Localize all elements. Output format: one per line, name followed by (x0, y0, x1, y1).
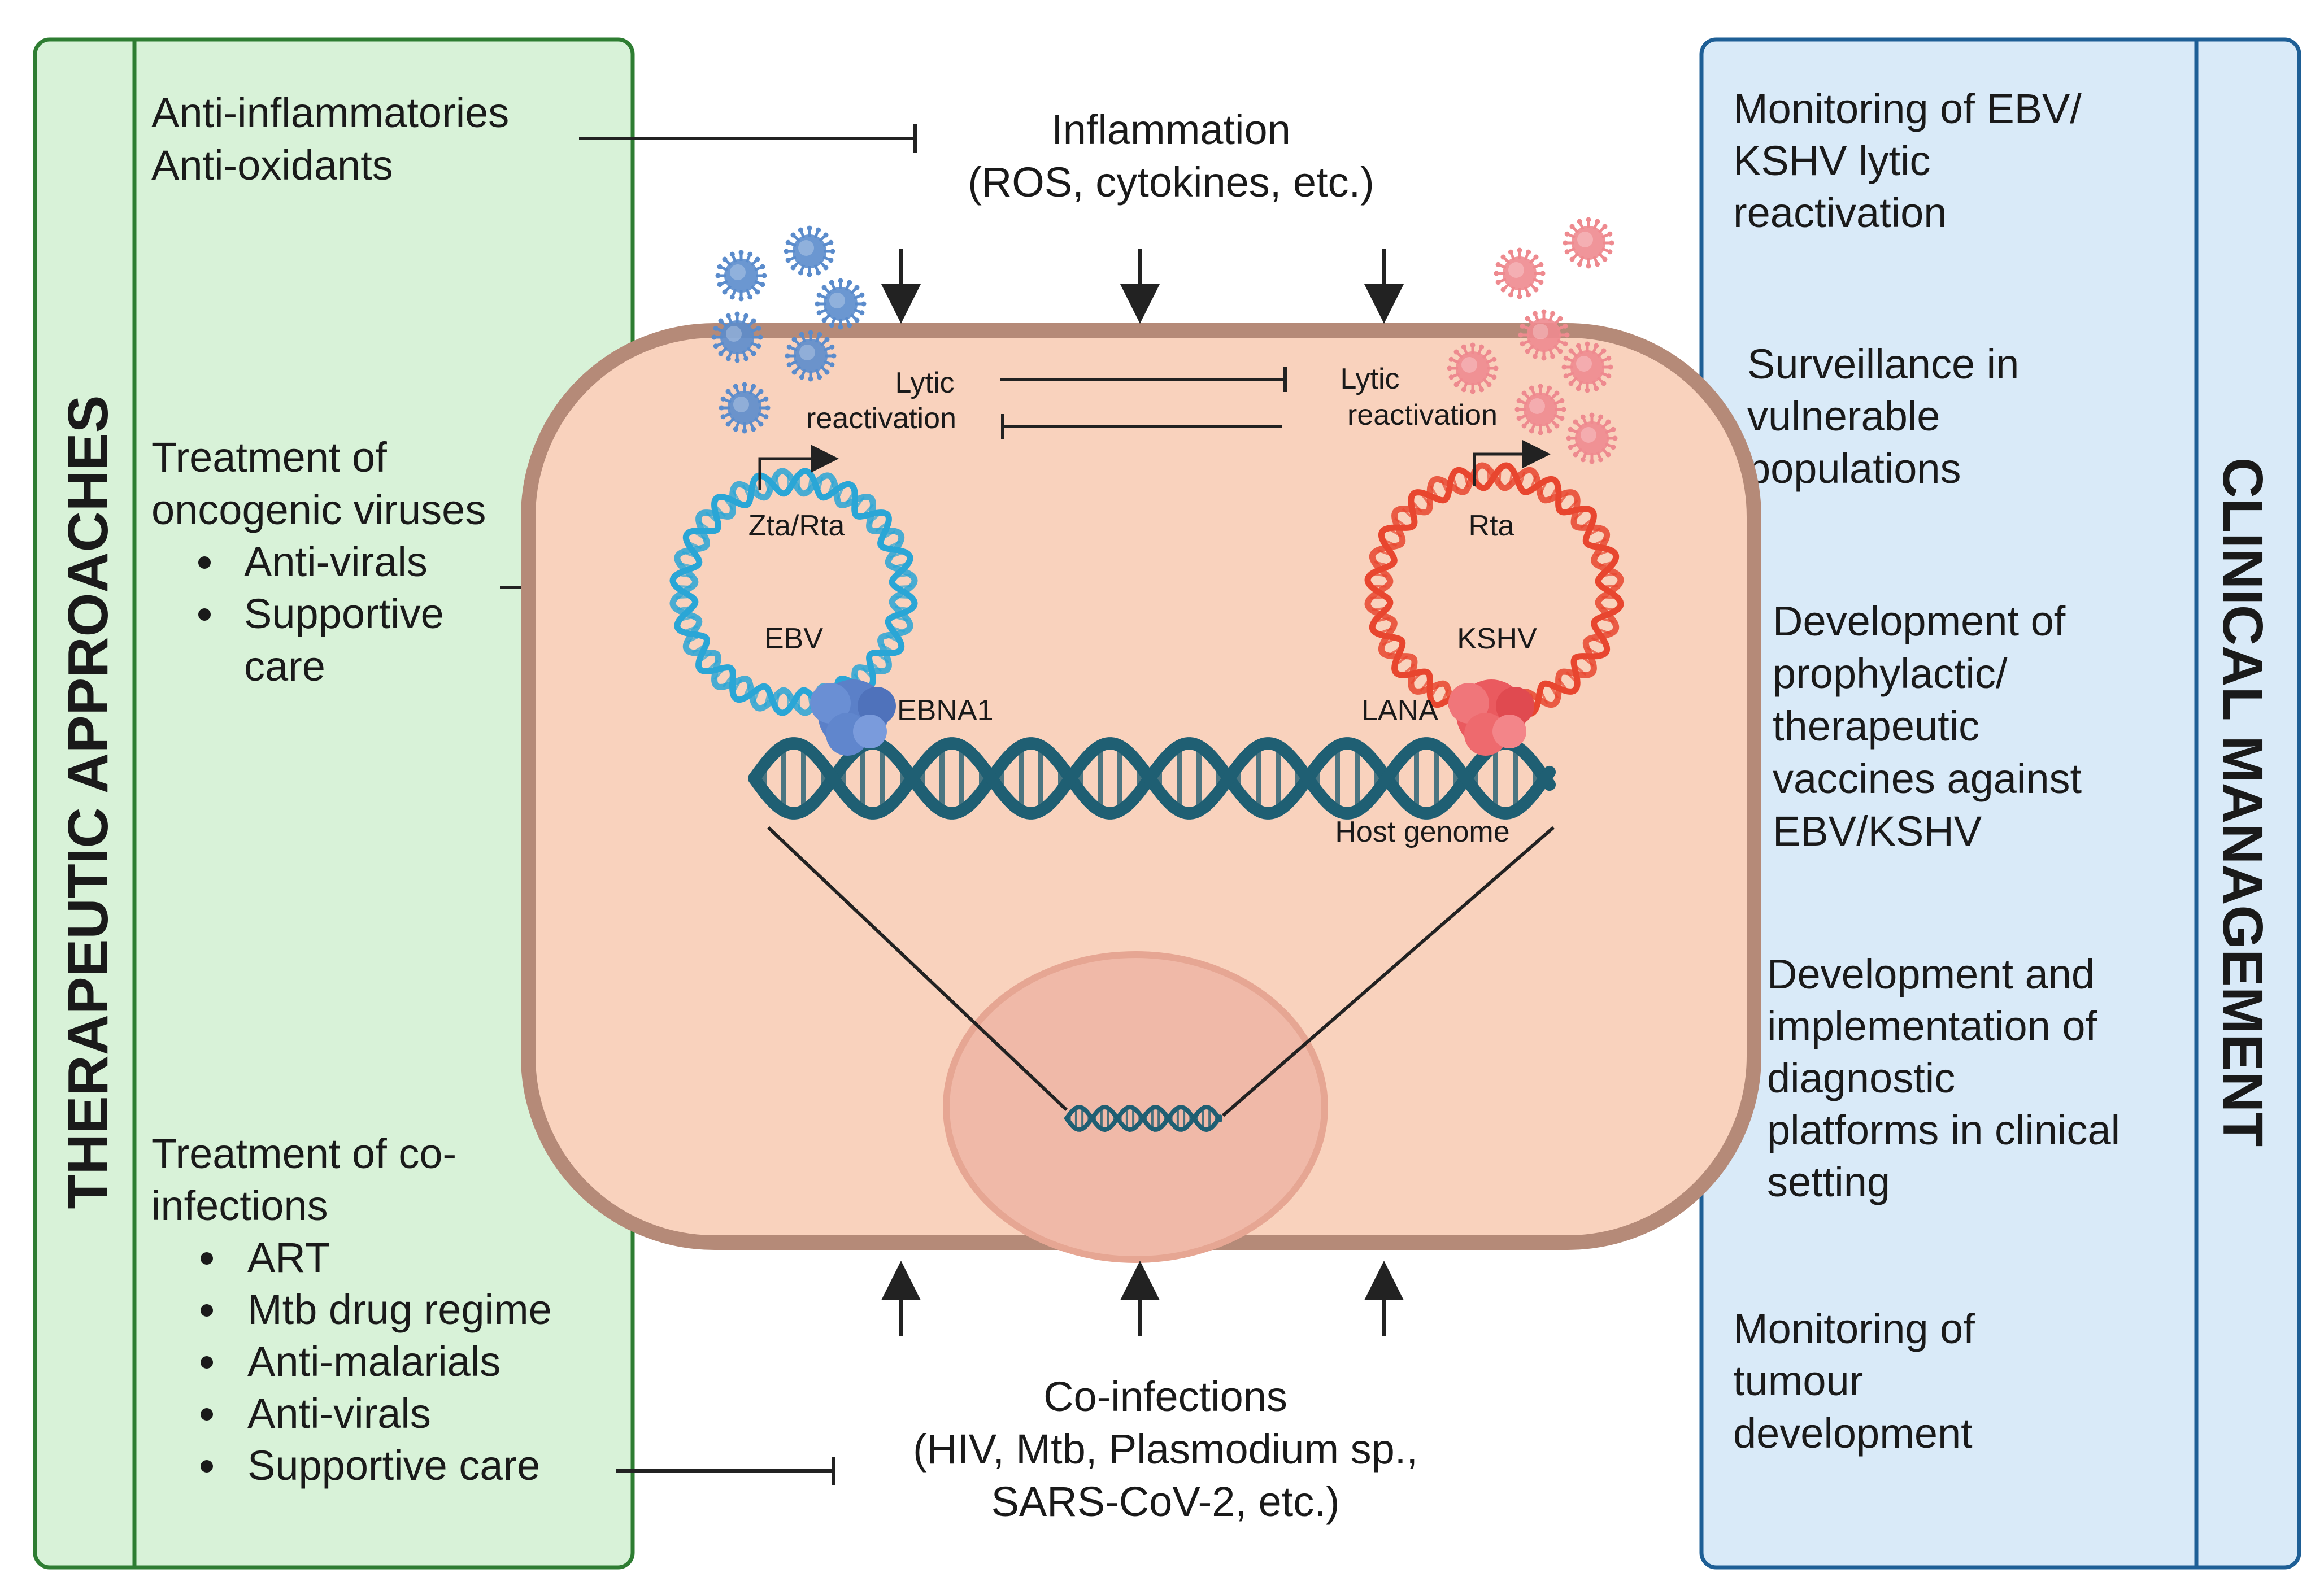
kshv-virion-icon (1514, 384, 1566, 435)
treatment-oncogenic-title-1: Treatment of (151, 434, 387, 481)
ebv-virion-icon (715, 250, 767, 302)
clinical-item4-line3: diagnostic (1767, 1055, 1955, 1101)
lytic-mutual-inhibition (1000, 367, 1287, 439)
kshv-promoter-arrow-icon (1473, 440, 1551, 486)
ebna1-protein-icon (810, 679, 896, 756)
kshv-virion-icon (1563, 217, 1614, 269)
clinical-item3-line1: Development of (1773, 598, 2066, 644)
ebv-virion-icon (719, 382, 771, 434)
coinfection-arrows (881, 1261, 1404, 1336)
clinical-item1-line3: reactivation (1733, 189, 1947, 236)
list-item-antimalarials: Anti-malarials (247, 1338, 501, 1385)
treatment-coinfections-title-1: Treatment of co- (151, 1130, 456, 1177)
kshv-lytic-label-2: reactivation (1347, 399, 1498, 432)
kshv-virion-icon (1518, 309, 1570, 361)
ebv-virion-icon (711, 311, 763, 363)
bullet-icon (201, 1304, 213, 1317)
clinical-item5-line2: tumour (1733, 1357, 1863, 1404)
ebv-promoter-label: Zta/Rta (748, 509, 845, 542)
list-item-art: ART (247, 1234, 330, 1281)
list-item-care: care (244, 643, 325, 690)
bullet-icon (198, 608, 211, 621)
kshv-lytic-label-1: Lytic (1341, 363, 1400, 395)
bullet-icon (201, 1408, 213, 1421)
ebv-lytic-label-2: reactivation (806, 402, 956, 435)
kshv-virion-icon (1566, 412, 1618, 464)
kshv-promoter-label: Rta (1469, 509, 1514, 542)
nuclear-dna-helix (1064, 1104, 1222, 1132)
inflammation-arrows (881, 249, 1404, 324)
clinical-item3-line4: vaccines against (1773, 755, 2082, 802)
kshv-episome-dna (1364, 462, 1624, 722)
kshv-virion-icon (1447, 342, 1499, 394)
virus-particles (711, 217, 1618, 464)
bullet-icon (201, 1356, 213, 1369)
ebv-lytic-label-1: Lytic (895, 367, 955, 399)
clinical-management-panel: CLINICAL MANAGEMENT Monitoring of EBV/ K… (1699, 37, 2301, 1570)
host-genome-dna (748, 737, 1556, 820)
list-item-antivirals: Anti-virals (244, 538, 428, 585)
list-item-supportive: Supportive (244, 590, 444, 637)
therapeutic-approaches-title: THERAPEUTIC APPROACHES (56, 395, 120, 1209)
host-genome-label: Host genome (1335, 816, 1509, 848)
kshv-episome (1364, 462, 1624, 722)
list-item-antivirals-2: Anti-virals (247, 1390, 431, 1437)
ebv-virion-icon (815, 278, 867, 330)
list-item-supportive-care: Supportive care (247, 1442, 540, 1489)
clinical-item2-line1: Surveillance in (1747, 341, 2019, 387)
inflammation-title: Inflammation (1051, 106, 1291, 153)
clinical-item2-line3: populations (1747, 445, 1961, 492)
clinical-item3-line2: prophylactic/ (1773, 650, 2008, 697)
therapeutic-approaches-panel: THERAPEUTIC APPROACHES Anti-inflammatori… (33, 37, 635, 1570)
treatment-coinfections-title-2: infections (151, 1182, 328, 1229)
clinical-item5-line1: Monitoring of (1733, 1305, 1975, 1352)
ebna1-label: EBNA1 (897, 694, 994, 727)
clinical-item3-line3: therapeutic (1773, 703, 1979, 750)
clinical-item2-line2: vulnerable (1747, 393, 1940, 439)
treatment-oncogenic-title-2: oncogenic viruses (151, 486, 486, 533)
host-dna-helix (748, 737, 1556, 820)
clinical-item3-line5: EBV/KSHV (1773, 808, 1982, 855)
ebv-promoter-arrow-icon (758, 445, 839, 490)
nuclear-dna-icon (1064, 1104, 1222, 1132)
lana-protein-icon (1448, 679, 1534, 756)
coinfections-title: Co-infections (1043, 1373, 1287, 1420)
ebv-virion-icon (784, 225, 835, 277)
ebv-label: EBV (764, 622, 823, 655)
kshv-virion-icon (1494, 247, 1546, 299)
coinfections-subtitle-1: (HIV, Mtb, Plasmodium sp., (913, 1426, 1418, 1473)
bullet-icon (201, 1252, 213, 1265)
bullet-icon (201, 1460, 213, 1473)
zoom-line-right (1222, 826, 1555, 1117)
clinical-item4-line5: setting (1767, 1158, 1890, 1205)
clinical-item5-line3: development (1733, 1410, 1973, 1457)
list-item-mtb: Mtb drug regime (247, 1286, 552, 1333)
inflammation-subtitle: (ROS, cytokines, etc.) (968, 159, 1374, 206)
coinfections-subtitle-2: SARS-CoV-2, etc.) (991, 1478, 1340, 1525)
kshv-label: KSHV (1457, 622, 1537, 655)
clinical-item4-line4: platforms in clinical (1767, 1107, 2120, 1153)
lana-label: LANA (1361, 694, 1438, 727)
anti-inflammatories-text: Anti-inflammatories (151, 89, 509, 136)
ebv-virion-icon (785, 330, 837, 382)
clinical-management-title: CLINICAL MANAGEMENT (2211, 458, 2274, 1147)
clinical-item1-line2: KSHV lytic (1733, 137, 1931, 184)
bullet-icon (198, 556, 211, 569)
zoom-line-left (767, 826, 1068, 1112)
clinical-item4-line2: implementation of (1767, 1003, 2097, 1049)
anti-oxidants-text: Anti-oxidants (151, 142, 393, 189)
kshv-virion-icon (1561, 341, 1613, 393)
clinical-item1-line1: Monitoring of EBV/ (1733, 85, 2082, 132)
clinical-item4-line1: Development and (1767, 951, 2095, 997)
